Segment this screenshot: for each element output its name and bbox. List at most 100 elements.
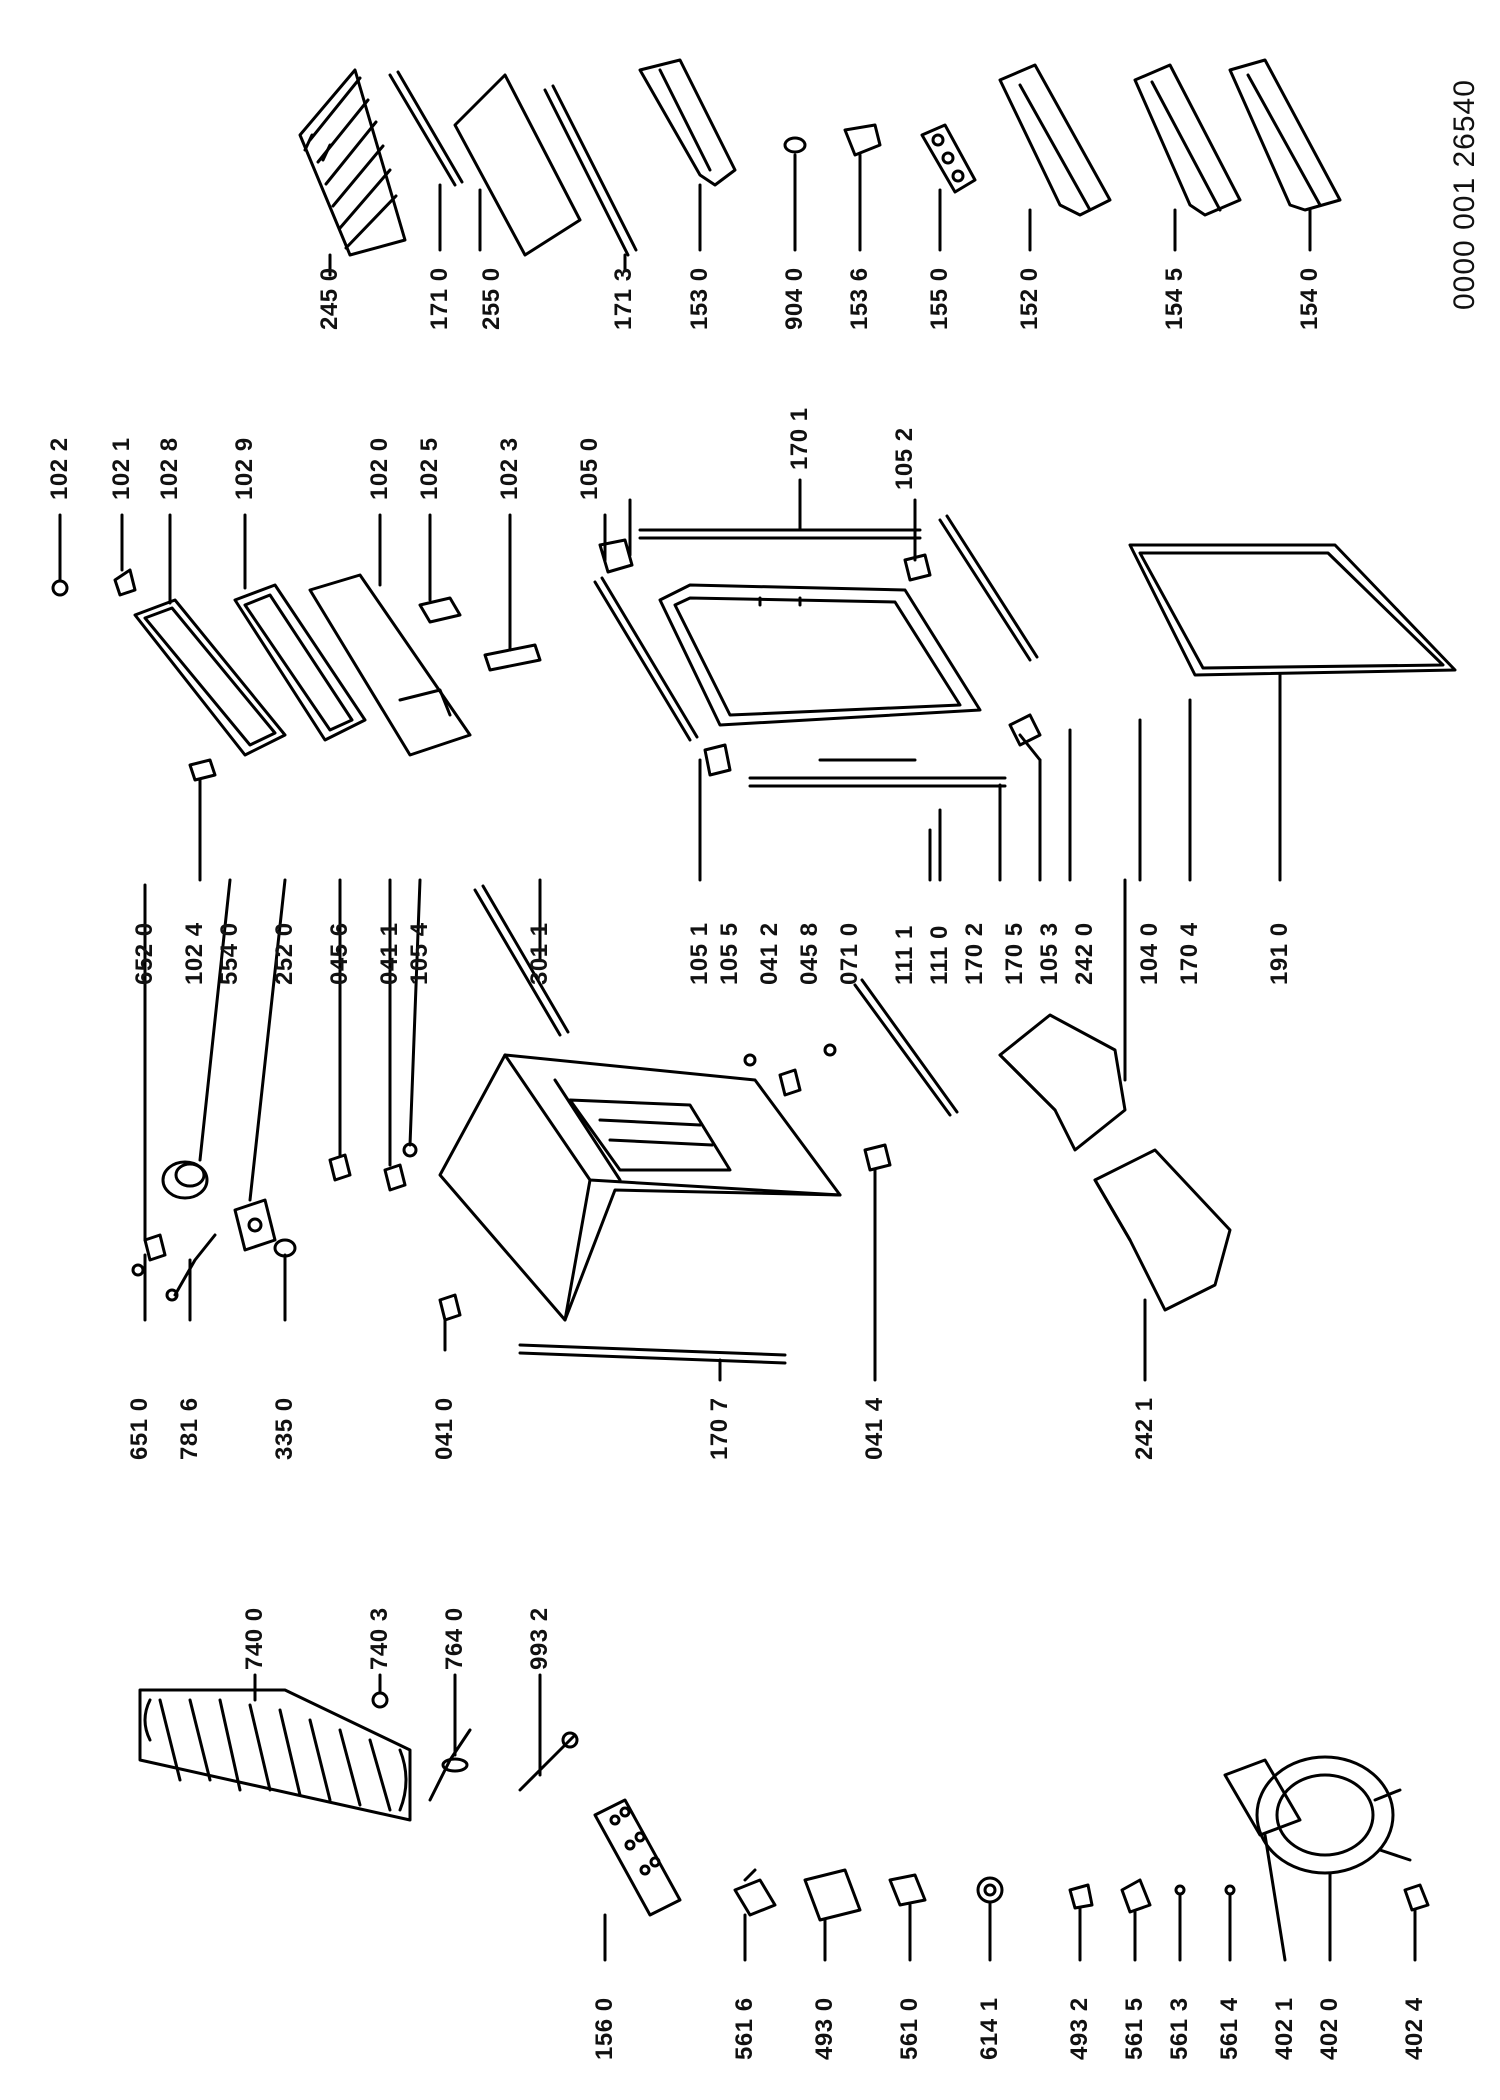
- cabinet-body-drawing: [438, 1053, 842, 1322]
- ice-tray-drawing: [593, 1798, 682, 1917]
- door-hinge-right-drawing: [903, 553, 932, 582]
- label-105-3: 105 3: [1036, 922, 1063, 985]
- label-102-3: 102 3: [496, 437, 523, 500]
- label-652-0: 652 0: [131, 922, 158, 985]
- freezer-clip-drawing: [483, 643, 542, 672]
- glass-shelf-drawing: [453, 73, 582, 257]
- label-041-2: 041 2: [756, 922, 783, 985]
- label-904-0: 904 0: [781, 267, 808, 330]
- door-bin-bottom-drawing: [1228, 58, 1342, 212]
- label-102-2: 102 2: [46, 437, 73, 500]
- label-561-3: 561 3: [1166, 1997, 1193, 2060]
- label-561-5: 561 5: [1121, 1997, 1148, 2060]
- freezer-door-drawing: [308, 573, 472, 757]
- label-104-0: 104 0: [1136, 922, 1163, 985]
- thermostat-knob-drawing: [161, 1160, 209, 1200]
- crisper-drawer-small-drawing: [998, 1013, 1127, 1152]
- small-knob-drawing: [783, 136, 807, 154]
- label-154-5: 154 5: [1161, 267, 1188, 330]
- freezer-tab-drawing: [418, 596, 462, 624]
- label-153-6: 153 6: [846, 267, 873, 330]
- compressor-cover-drawing: [803, 1868, 862, 1922]
- sensor-drawing: [131, 1263, 145, 1277]
- label-152-0: 152 0: [1016, 267, 1043, 330]
- label-171-3: 171 3: [610, 267, 637, 330]
- label-102-4: 102 4: [181, 922, 208, 985]
- bracket-drawing: [843, 123, 882, 157]
- label-245-0: 245 0: [316, 267, 343, 330]
- label-252-0: 252 0: [271, 922, 298, 985]
- door-shelf-rail-drawing: [853, 978, 959, 1117]
- label-111-0: 111 0: [926, 925, 953, 985]
- shelf-trim-strip-drawing: [388, 70, 464, 187]
- door-bin-large-drawing: [998, 63, 1112, 217]
- door-gasket-drawing: [1128, 543, 1457, 677]
- compressor-drawing: [1255, 1755, 1412, 1875]
- label-045-8: 045 8: [796, 922, 823, 985]
- label-740-3: 740 3: [366, 1607, 393, 1670]
- label-154-0: 154 0: [1296, 267, 1323, 330]
- label-170-7: 170 7: [706, 1397, 733, 1460]
- small-screws-drawing: [743, 1043, 837, 1097]
- label-041-4: 041 4: [861, 1397, 888, 1460]
- document-number: 0000 001 26540: [1448, 79, 1481, 310]
- label-335-0: 335 0: [271, 1397, 298, 1460]
- label-493-2: 493 2: [1066, 1997, 1093, 2060]
- crisper-drawer-large-drawing: [1093, 1148, 1232, 1312]
- door-rail-left-drawing: [593, 576, 699, 742]
- label-781-6: 781 6: [176, 1397, 203, 1460]
- label-171-0: 171 0: [426, 267, 453, 330]
- label-045-6: 045 6: [326, 922, 353, 985]
- label-071-0: 071 0: [836, 922, 863, 985]
- label-105-0: 105 0: [576, 437, 603, 500]
- light-switch-drawing: [143, 1233, 167, 1262]
- label-170-5: 170 5: [1001, 922, 1028, 985]
- start-device-drawing: [976, 1876, 1004, 1904]
- door-rail-top-drawing: [638, 528, 922, 540]
- hinge-cap-drawing: [113, 568, 137, 597]
- bottom-hinge-drawing: [863, 1143, 892, 1172]
- label-156-0: 156 0: [591, 1997, 618, 2060]
- cabinet-rail-drawing: [473, 884, 570, 1037]
- label-041-0: 041 0: [431, 1397, 458, 1460]
- door-strip-drawing: [748, 758, 1007, 788]
- label-170-1: 170 1: [786, 407, 813, 470]
- thermostat-housing-drawing: [233, 1198, 277, 1252]
- label-170-2: 170 2: [961, 922, 988, 985]
- wiring-drawing: [165, 1233, 217, 1302]
- label-561-4: 561 4: [1216, 1997, 1243, 2060]
- cabinet-hinge-small-drawing: [328, 1142, 418, 1192]
- compressor-base-drawing: [1223, 1758, 1302, 1837]
- freezer-tray-drawing: [233, 583, 367, 742]
- clip-a-drawing: [1068, 1883, 1094, 1910]
- label-561-6: 561 6: [731, 1997, 758, 2060]
- label-301-1: 301 1: [526, 922, 553, 985]
- label-493-0: 493 0: [811, 1997, 838, 2060]
- label-242-1: 242 1: [1131, 1397, 1158, 1460]
- door-handle-drawing: [1008, 713, 1042, 762]
- label-105-4: 105 4: [406, 922, 433, 985]
- label-651-0: 651 0: [126, 1397, 153, 1460]
- label-041-1: 041 1: [376, 922, 403, 985]
- evaporator-drawing: [138, 1688, 412, 1822]
- label-242-0: 242 0: [1071, 922, 1098, 985]
- egg-tray-drawing: [920, 123, 977, 194]
- wire-shelf-drawing: [298, 68, 407, 257]
- label-102-5: 102 5: [416, 437, 443, 500]
- label-993-2: 993 2: [526, 1607, 553, 1670]
- label-153-0: 153 0: [686, 267, 713, 330]
- freezer-latch-drawing: [188, 758, 217, 782]
- clip-b-drawing: [1120, 1878, 1152, 1914]
- door-bin-middle-drawing: [1133, 63, 1242, 217]
- capillary-tube-drawing: [428, 1728, 472, 1802]
- freezer-door-frame-drawing: [133, 598, 287, 757]
- compressor-grommet-drawing: [1403, 1883, 1430, 1912]
- relay-drawing: [733, 1868, 777, 1917]
- freezer-part-small-drawing: [51, 579, 69, 597]
- label-561-0: 561 0: [896, 1997, 923, 2060]
- bottom-rail-drawing: [518, 1343, 787, 1365]
- screw-b-drawing: [1224, 1884, 1236, 1896]
- overload-drawing: [888, 1873, 927, 1907]
